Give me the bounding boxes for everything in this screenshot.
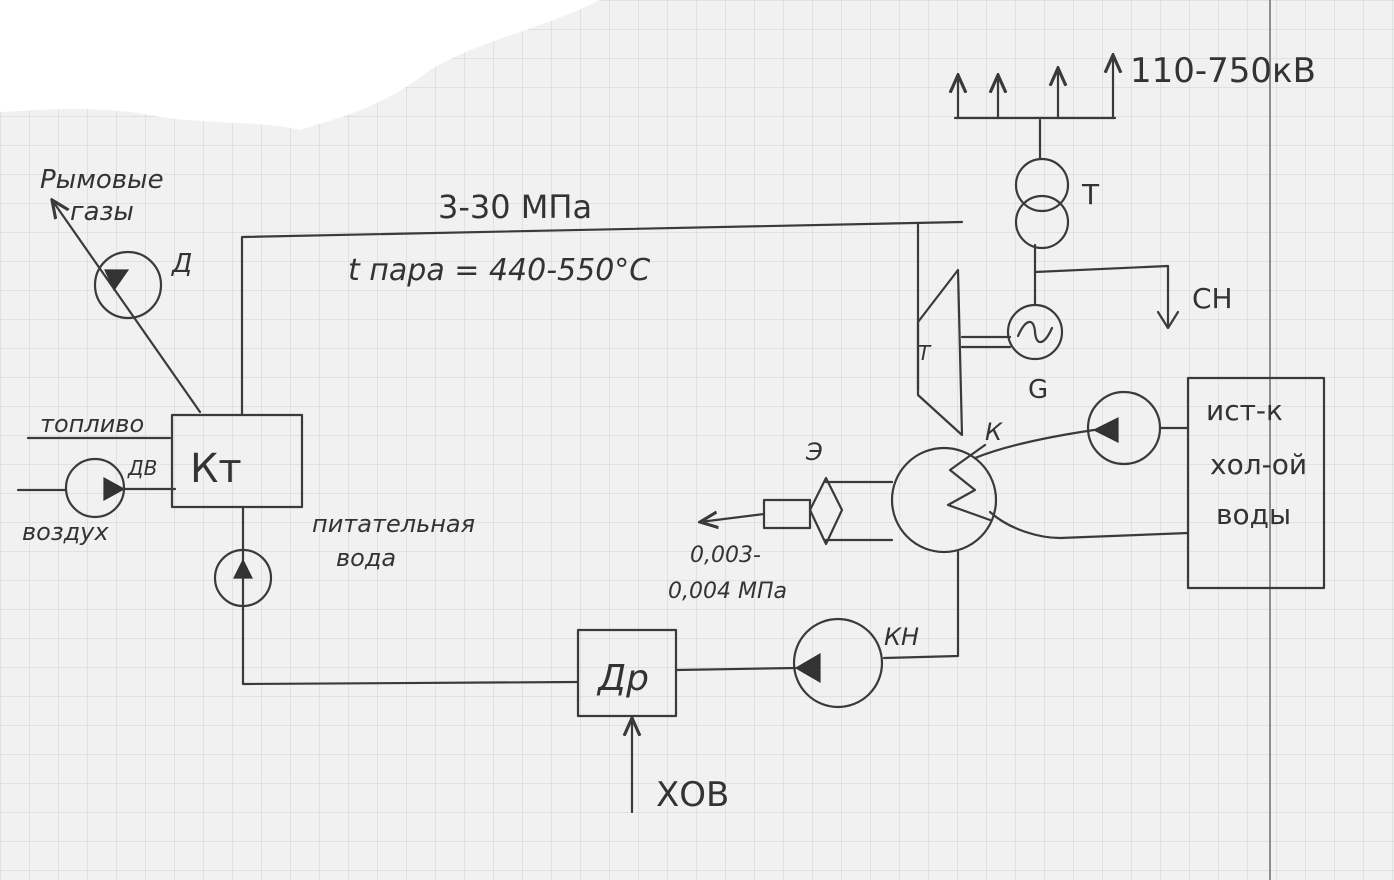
flue-gas-line <box>52 200 202 414</box>
vacuum-label-2: 0,004 МПа <box>668 579 787 604</box>
transformer-winding-1 <box>1014 157 1070 213</box>
steam-temperature-label: t пара = 440-550°С <box>348 253 650 288</box>
pump-to-deaerator-line <box>674 666 798 672</box>
boiler-label: Кт <box>190 446 242 492</box>
condenser-label: К <box>985 418 1003 446</box>
flue-gases-label-2: газы <box>70 197 134 227</box>
cooling-source-label-1: ист-к <box>1206 394 1283 427</box>
own-needs-arrow-icon <box>1156 310 1180 330</box>
blower-label: ДВ <box>127 456 157 480</box>
cooling-water-source-box <box>1186 376 1326 590</box>
generator-label: G <box>1028 375 1048 405</box>
condenser-coil-icon <box>946 443 992 522</box>
condenser <box>890 446 998 554</box>
cooling-supply-line-b <box>973 428 1096 460</box>
condensate-pump <box>792 617 884 709</box>
smoke-exhauster-label: Д <box>171 249 192 279</box>
cooling-source-label-2: хол-ой <box>1210 448 1307 481</box>
live-steam-line <box>240 220 964 417</box>
feed-water-label-1: питательная <box>312 510 475 538</box>
generator-symbol-icon <box>1016 320 1054 344</box>
circulation-pump-arrow-icon <box>1092 417 1119 443</box>
cooling-return-line <box>988 510 1190 540</box>
own-needs-line <box>1033 264 1170 327</box>
ejector-exhaust-line <box>700 514 766 522</box>
ejector-outlet <box>762 498 812 530</box>
boiler-box <box>170 413 304 509</box>
turbine-label: Т <box>918 341 932 365</box>
smoke-exhauster <box>93 250 163 320</box>
chem-water-label: ХОВ <box>656 775 729 815</box>
ejector-body <box>808 476 844 546</box>
feed-pump-arrow-icon <box>233 558 253 579</box>
transformer-label: Т <box>1081 178 1100 211</box>
vacuum-label-1: 0,003- <box>690 543 761 568</box>
torn-paper-edge <box>0 0 600 130</box>
cooling-source-label-3: воды <box>1216 498 1291 531</box>
voltage-label: 110-750кВ <box>1130 51 1316 91</box>
air-label: воздух <box>22 518 109 546</box>
deaerator-label: Др <box>596 658 649 699</box>
ejector-label: Э <box>805 438 823 466</box>
deaerator-box <box>576 628 678 718</box>
condensate-pump-label: КН <box>884 623 919 651</box>
condensate-pump-arrow-icon <box>794 652 821 684</box>
condensate-line <box>882 550 960 660</box>
pressure-label: 3-30 МПа <box>438 188 592 226</box>
smoke-exhauster-arrow-icon <box>104 269 130 292</box>
transformer-winding-2 <box>1014 194 1070 250</box>
blower-arrow-icon <box>103 476 126 502</box>
feed-water-label-2: вода <box>336 544 396 572</box>
feed-pump <box>213 548 273 608</box>
flue-gases-label-1: Рымовые <box>40 165 164 195</box>
ejector-pipes <box>824 480 894 542</box>
fuel-label: топливо <box>40 410 144 438</box>
own-needs-label: СН <box>1192 282 1233 315</box>
turbine-shape <box>916 268 964 437</box>
